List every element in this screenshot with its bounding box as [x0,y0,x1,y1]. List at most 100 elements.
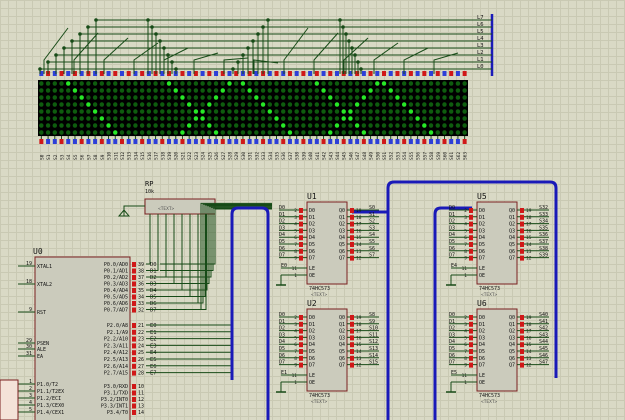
latch-pin-marker[interactable] [350,342,354,348]
latch-pin-marker[interactable] [350,214,354,220]
mcu-pin-marker[interactable] [132,288,136,293]
latch-pin-marker[interactable] [299,355,303,361]
latch-pin-marker[interactable] [350,328,354,334]
matrix-column-pin[interactable] [294,139,299,144]
latch-pin-marker[interactable] [299,235,303,241]
matrix-top-pin[interactable] [227,71,232,76]
matrix-top-pin[interactable] [368,71,373,76]
matrix-column-pin[interactable] [126,139,131,144]
matrix-top-pin[interactable] [442,71,447,76]
matrix-column-pin[interactable] [113,139,118,144]
mcu-pin-marker[interactable] [132,301,136,306]
latch-pin-marker[interactable] [350,321,354,327]
latch-pin-marker[interactable] [299,242,303,247]
matrix-top-pin[interactable] [375,71,380,76]
matrix-column-pin[interactable] [220,139,225,144]
mcu-pin-marker[interactable] [132,390,136,396]
latch-pin-marker[interactable] [350,315,354,320]
latch-pin-marker[interactable] [520,221,524,227]
latch-pin-marker[interactable] [350,355,354,361]
matrix-column-pin[interactable] [66,139,71,144]
latch-pin-marker[interactable] [299,315,303,320]
mcu-pin-marker[interactable] [132,343,136,349]
latch-pin-marker[interactable] [520,235,524,241]
latch-pin-marker[interactable] [469,235,473,241]
latch-pin-marker[interactable] [299,248,303,254]
matrix-column-pin[interactable] [39,139,44,144]
matrix-column-pin[interactable] [46,139,51,144]
matrix-top-pin[interactable] [214,71,219,76]
latch-pin-marker[interactable] [299,321,303,327]
matrix-top-pin[interactable] [308,71,313,76]
matrix-column-pin[interactable] [287,139,292,144]
matrix-column-pin[interactable] [321,139,326,144]
latch-pin-marker[interactable] [520,335,524,341]
matrix-column-pin[interactable] [153,139,158,144]
latch-pin-marker[interactable] [469,335,473,341]
latch-pin-marker[interactable] [299,214,303,220]
mcu-pin-marker[interactable] [132,329,136,335]
matrix-column-pin[interactable] [341,139,346,144]
matrix-column-pin[interactable] [348,139,353,144]
matrix-column-pin[interactable] [146,139,151,144]
matrix-top-pin[interactable] [348,71,353,76]
mcu-pin-marker[interactable] [132,268,136,274]
matrix-top-pin[interactable] [59,71,64,76]
matrix-top-pin[interactable] [408,71,413,76]
matrix-top-pin[interactable] [462,71,467,76]
matrix-column-pin[interactable] [93,139,98,144]
latch-pin-marker[interactable] [520,328,524,334]
latch-pin-marker[interactable] [469,221,473,227]
matrix-top-pin[interactable] [301,71,306,76]
matrix-column-pin[interactable] [281,139,286,144]
matrix-top-pin[interactable] [254,71,259,76]
latch-pin-marker[interactable] [520,228,524,234]
mcu-pin-marker[interactable] [132,397,136,402]
matrix-column-pin[interactable] [442,139,447,144]
matrix-column-pin[interactable] [361,139,366,144]
matrix-column-pin[interactable] [52,139,57,144]
matrix-column-pin[interactable] [314,139,319,144]
matrix-top-pin[interactable] [328,71,333,76]
matrix-column-pin[interactable] [415,139,420,144]
matrix-column-pin[interactable] [173,139,178,144]
matrix-top-pin[interactable] [106,71,111,76]
matrix-top-pin[interactable] [167,71,172,76]
matrix-column-pin[interactable] [99,139,104,144]
latch-pin-marker[interactable] [520,242,524,247]
latch-pin-marker[interactable] [469,228,473,234]
latch-pin-marker[interactable] [520,214,524,220]
latch-pin-marker[interactable] [350,221,354,227]
matrix-column-pin[interactable] [167,139,172,144]
matrix-column-pin[interactable] [449,139,454,144]
matrix-top-pin[interactable] [267,71,272,76]
matrix-top-pin[interactable] [113,71,118,76]
matrix-column-pin[interactable] [160,139,165,144]
latch-pin-marker[interactable] [469,315,473,320]
matrix-top-pin[interactable] [193,71,198,76]
latch-pin-marker[interactable] [469,355,473,361]
matrix-column-pin[interactable] [193,139,198,144]
matrix-top-pin[interactable] [355,71,360,76]
latch-pin-marker[interactable] [469,242,473,247]
mcu-pin-marker[interactable] [132,363,136,369]
latch-pin-marker[interactable] [520,349,524,354]
latch-pin-marker[interactable] [299,362,303,368]
matrix-top-pin[interactable] [287,71,292,76]
matrix-column-pin[interactable] [274,139,279,144]
latch-pin-marker[interactable] [520,321,524,327]
matrix-top-pin[interactable] [220,71,225,76]
matrix-top-pin[interactable] [140,71,145,76]
matrix-top-pin[interactable] [207,71,212,76]
latch-pin-marker[interactable] [350,335,354,341]
latch-body[interactable] [476,308,518,392]
matrix-column-pin[interactable] [119,139,124,144]
latch-pin-marker[interactable] [520,248,524,254]
latch-pin-marker[interactable] [350,228,354,234]
latch-pin-marker[interactable] [520,362,524,368]
mcu-pin-marker[interactable] [132,357,136,362]
matrix-column-pin[interactable] [254,139,259,144]
matrix-column-pin[interactable] [247,139,252,144]
matrix-top-pin[interactable] [422,71,427,76]
latch-pin-marker[interactable] [520,342,524,348]
